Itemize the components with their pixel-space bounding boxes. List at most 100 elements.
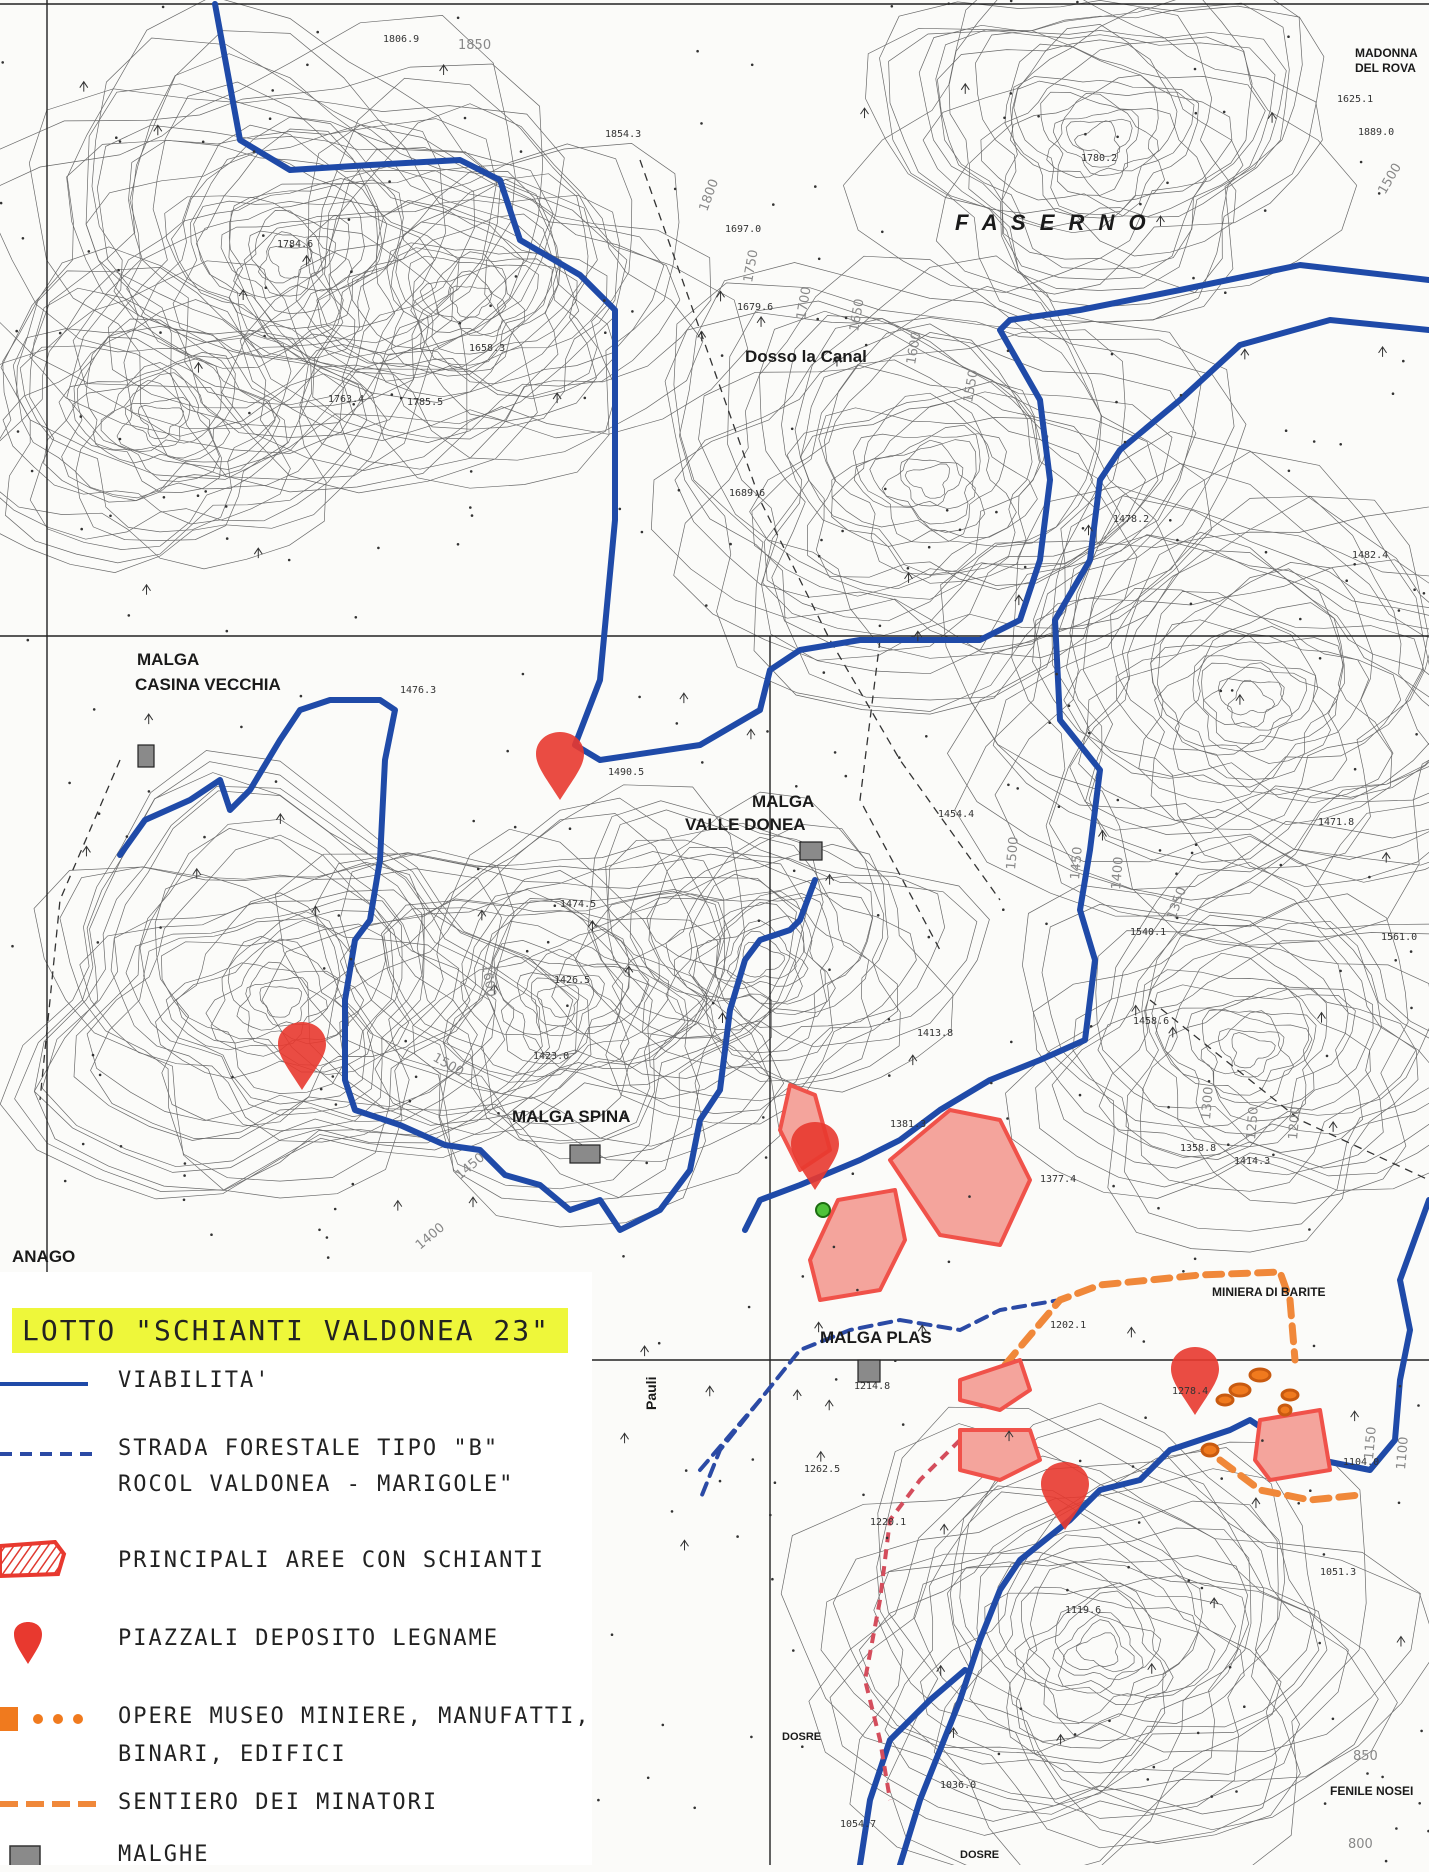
vegetation-dot <box>1048 721 1051 724</box>
vegetation-dot <box>1394 959 1397 962</box>
contour-label: 1550 <box>961 368 982 403</box>
tree-symbol <box>1379 347 1387 357</box>
vegetation-dot <box>1229 1666 1232 1669</box>
vegetation-dot <box>1313 1345 1316 1348</box>
tree-symbol <box>194 363 202 373</box>
vegetation-dot <box>526 950 529 953</box>
vegetation-dot <box>119 438 122 441</box>
vegetation-dot <box>1265 551 1268 554</box>
contour-line <box>1053 1613 1144 1680</box>
contour-line <box>229 143 679 488</box>
contour-line <box>853 434 1006 543</box>
vegetation-dot <box>769 1514 772 1517</box>
vegetation-dot <box>1339 970 1342 973</box>
tree-symbol <box>698 331 706 341</box>
contour-line <box>30 288 344 549</box>
vegetation-dot <box>990 1082 993 1085</box>
vegetation-dot <box>1353 563 1356 566</box>
vegetation-dot <box>225 505 228 508</box>
vegetation-dot <box>888 1018 891 1021</box>
vegetation-dot <box>1147 1778 1150 1781</box>
contour-line <box>1201 1011 1293 1082</box>
vegetation-dot <box>204 490 207 493</box>
contour-line <box>592 844 888 1081</box>
vegetation-dot <box>928 936 931 939</box>
vegetation-dot <box>457 17 460 20</box>
vegetation-dot <box>1045 923 1048 926</box>
vegetation-dot <box>845 775 848 778</box>
elevation-label: 1697.0 <box>725 224 761 235</box>
vegetation-dot <box>1208 1080 1211 1083</box>
contour-line <box>76 337 276 498</box>
vegetation-dot <box>946 509 949 512</box>
vegetation-dot <box>300 695 303 698</box>
vegetation-dot <box>1231 689 1234 692</box>
contour-line <box>1022 885 1429 1252</box>
vegetation-dot <box>355 616 358 619</box>
vegetation-dot <box>1398 1502 1401 1505</box>
vegetation-dot <box>1197 1732 1200 1735</box>
vegetation-dot <box>1299 618 1302 621</box>
vegetation-dot <box>700 122 703 125</box>
vegetation-dot <box>1261 1439 1264 1442</box>
contour-line <box>1156 989 1327 1121</box>
vegetation-dot <box>1176 539 1179 542</box>
vegetation-dot <box>856 1289 859 1292</box>
vegetation-dot <box>1385 1860 1388 1863</box>
elevation-label: 1414.3 <box>1234 1156 1270 1167</box>
vegetation-dot <box>1144 1416 1147 1419</box>
vegetation-dot <box>15 330 18 333</box>
vegetation-dot <box>162 6 165 9</box>
vegetation-dot <box>1194 1258 1197 1261</box>
schianti-area-4 <box>960 1360 1030 1410</box>
vegetation-dot <box>1024 566 1027 569</box>
tree-symbol <box>1156 216 1164 226</box>
legend-swatch-malghe <box>8 1844 44 1865</box>
vegetation-dot <box>98 812 101 815</box>
vegetation-dot <box>898 756 901 759</box>
legend-label-piazzali: PIAZZALI DEPOSITO LEGNAME <box>118 1622 499 1656</box>
vegetation-dot <box>338 914 341 917</box>
vegetation-dot <box>109 515 112 518</box>
vegetation-dot <box>163 496 166 499</box>
vegetation-dot <box>1190 603 1193 606</box>
tree-symbol <box>145 714 153 724</box>
contour-line <box>496 956 630 1055</box>
contour-line <box>941 503 1429 945</box>
contour-line <box>1055 1607 1160 1693</box>
place-malga-spina: MALGA SPINA <box>512 1107 630 1126</box>
legend-swatch-strada <box>0 1444 95 1464</box>
vegetation-dot <box>1399 1385 1402 1388</box>
vegetation-dot <box>729 543 732 546</box>
contour-line <box>1010 75 1164 202</box>
contour-line <box>373 200 607 396</box>
vegetation-dot <box>603 299 606 302</box>
vegetation-dot <box>802 1275 805 1278</box>
tree-symbol <box>680 693 688 703</box>
vegetation-dot <box>641 531 644 534</box>
contour-label: 1750 <box>741 248 762 283</box>
vegetation-dot <box>886 1537 889 1540</box>
contour-line <box>608 840 945 1101</box>
elevation-label: 1119.6 <box>1065 1605 1101 1616</box>
contour-label: 1700 <box>794 285 815 320</box>
tree-symbol <box>1351 1411 1359 1421</box>
tree-symbol <box>1318 1013 1326 1023</box>
contour-line <box>905 464 949 498</box>
vegetation-dot <box>884 488 887 491</box>
vegetation-dot <box>762 1116 765 1119</box>
tree-symbol <box>80 82 88 92</box>
legend-swatch-sentiero <box>0 1794 100 1814</box>
elevation-label: 1413.8 <box>917 1028 953 1039</box>
contour-line <box>859 1466 1299 1811</box>
contour-line <box>87 835 477 1121</box>
elevation-label: 1625.1 <box>1337 94 1373 105</box>
vegetation-dot <box>515 275 518 278</box>
vegetation-dot <box>1076 1 1079 4</box>
vegetation-dot <box>11 945 14 948</box>
vegetation-dot <box>584 397 587 400</box>
tree-symbol <box>239 290 247 300</box>
vegetation-dot <box>183 1199 186 1202</box>
vegetation-dot <box>1420 1730 1423 1733</box>
vegetation-dot <box>622 1255 625 1258</box>
